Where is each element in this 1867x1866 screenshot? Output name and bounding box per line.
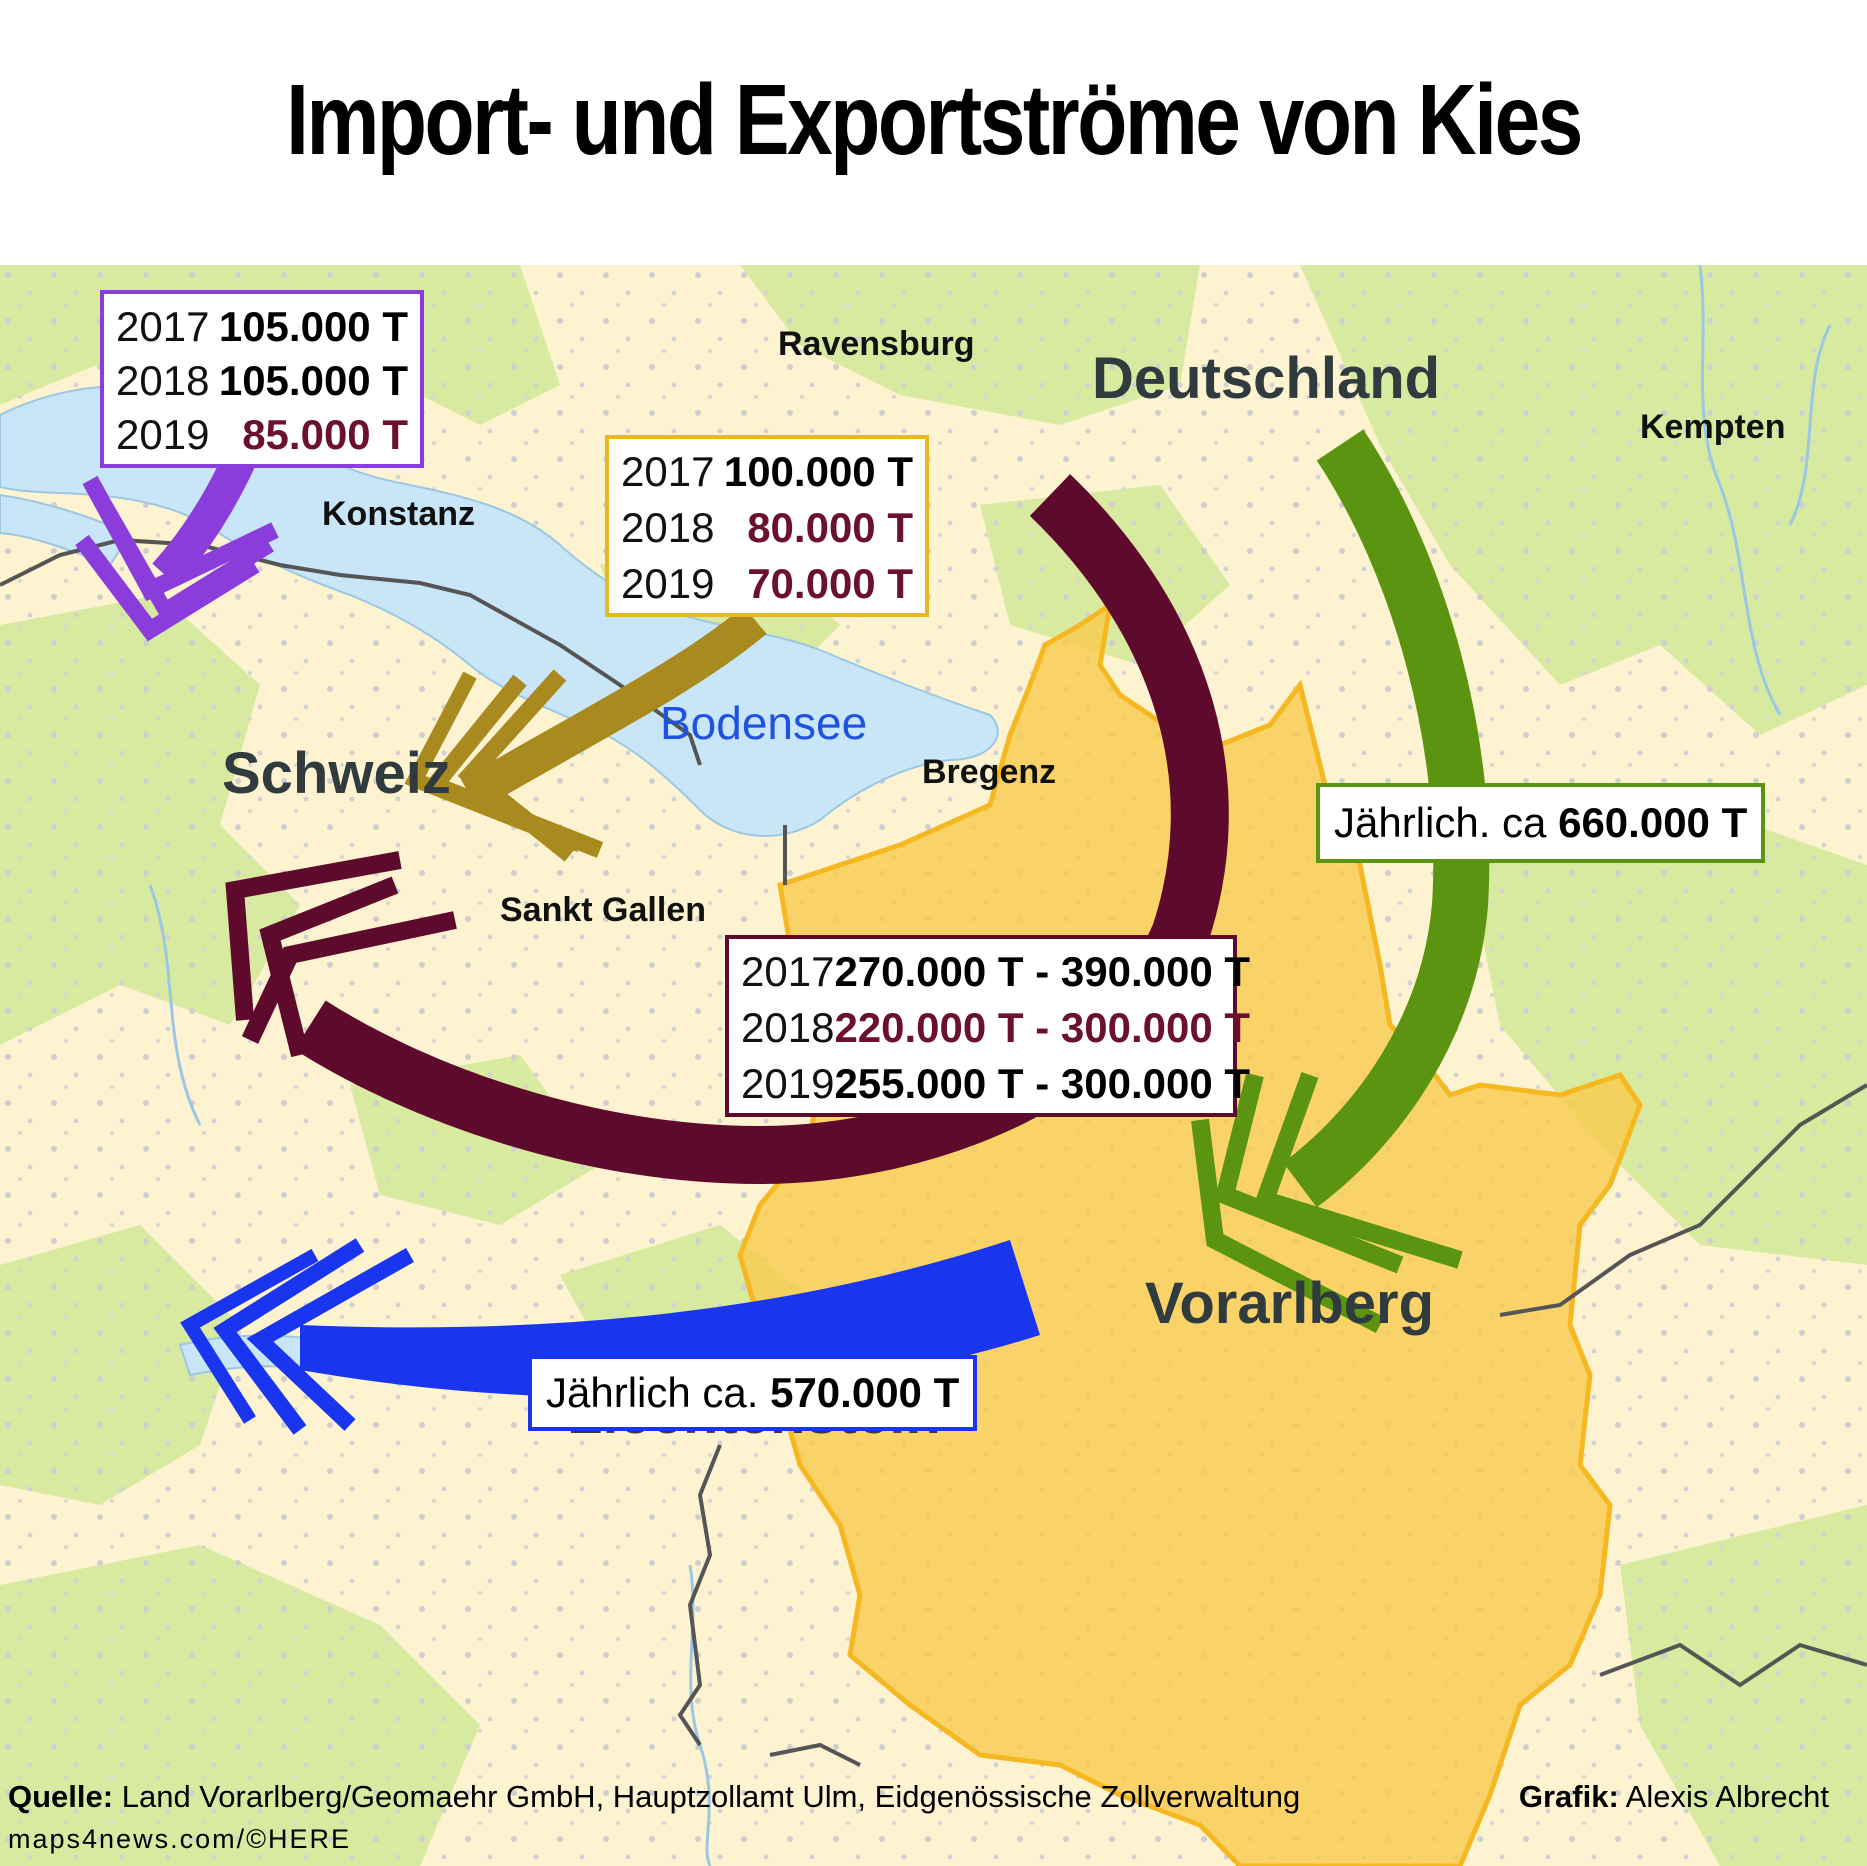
tonnage-value: 105.000 T (218, 357, 408, 404)
year-label: 2018 (741, 1004, 835, 1051)
flow-purple-box: 2017 105.000 T 2018 105.000 T 2019 85.00… (100, 290, 424, 468)
label-bregenz: Bregenz (922, 753, 1057, 791)
tonnage-value: 105.000 T (218, 303, 408, 350)
flow-gold-row: 2018 80.000 T (621, 507, 913, 549)
year-label: 2018 (116, 357, 210, 404)
flow-green-arrow (1191, 429, 1490, 1334)
tonnage-value: 270.000 T - 390.000 T (834, 948, 1251, 995)
year-label: 2019 (741, 1060, 835, 1107)
flow-maroon-row: 2018 220.000 T - 300.000 T (741, 1004, 1250, 1051)
flow-gold-row: 2019 70.000 T (621, 563, 913, 605)
flow-maroon-row: 2019 255.000 T - 300.000 T (741, 1060, 1250, 1107)
flow-maroon-box: 2017 270.000 T - 390.000 T 2018 220.000 … (725, 935, 1250, 1117)
year-label: 2019 (621, 560, 715, 607)
flow-blue-value: 570.000 T (770, 1369, 960, 1416)
flow-gold-box: 2017 100.000 T 2018 80.000 T 2019 70.000… (605, 435, 929, 617)
year-label: 2017 (621, 448, 715, 495)
page-title: Import- und Exportströme von Kies (286, 64, 1583, 176)
label-konstanz: Konstanz (322, 495, 475, 533)
tonnage-value: 85.000 T (242, 411, 408, 458)
credit-text: Alexis Albrecht (1625, 1779, 1829, 1814)
flow-purple-row: 2018 105.000 T (116, 360, 408, 402)
flow-maroon-row: 2017 270.000 T - 390.000 T (741, 948, 1250, 995)
label-sankt-gallen: Sankt Gallen (500, 891, 706, 929)
flow-green-box: Jährlich. ca 660.000 T (1316, 783, 1766, 863)
flow-gold-row: 2017 100.000 T (621, 451, 913, 493)
label-schweiz: Schweiz (222, 741, 451, 806)
source-label: Quelle: (8, 1779, 114, 1814)
source-line: Quelle: Land Vorarlberg/Geomaehr GmbH, H… (8, 1781, 1300, 1812)
year-label: 2018 (621, 504, 715, 551)
flow-green-label: Jährlich. ca (1334, 799, 1547, 846)
label-vorarlberg: Vorarlberg (1145, 1271, 1435, 1336)
vorarlberg-region (737, 599, 1643, 1866)
tonnage-value: 255.000 T - 300.000 T (834, 1060, 1251, 1107)
credit-label: Grafik: (1518, 1779, 1619, 1814)
flow-green-value: 660.000 T (1558, 799, 1748, 846)
tonnage-value: 220.000 T - 300.000 T (834, 1004, 1251, 1051)
map-credit: maps4news.com/©HERE (8, 1824, 351, 1854)
credit-line: Grafik: Alexis Albrecht (1519, 1781, 1829, 1812)
label-ravensburg: Ravensburg (778, 325, 975, 363)
source-text: Land Vorarlberg/Geomaehr GmbH, Hauptzoll… (121, 1779, 1301, 1814)
map-area: Ravensburg Deutschland Kempten Konstanz … (0, 265, 1867, 1866)
tonnage-value: 100.000 T (723, 448, 913, 495)
year-label: 2019 (116, 411, 210, 458)
flow-gold-arrow (404, 606, 767, 862)
flow-purple-row: 2019 85.000 T (116, 414, 408, 456)
label-bodensee: Bodensee (660, 697, 868, 749)
flow-blue-box: Jährlich ca. 570.000 T (528, 1355, 978, 1431)
tonnage-value: 80.000 T (747, 504, 913, 551)
flow-purple-row: 2017 105.000 T (116, 306, 408, 348)
year-label: 2017 (741, 948, 835, 995)
label-kempten: Kempten (1640, 408, 1786, 446)
flow-blue-label: Jährlich ca. (546, 1369, 759, 1416)
label-deutschland: Deutschland (1092, 346, 1441, 411)
tonnage-value: 70.000 T (747, 560, 913, 607)
year-label: 2017 (116, 303, 210, 350)
